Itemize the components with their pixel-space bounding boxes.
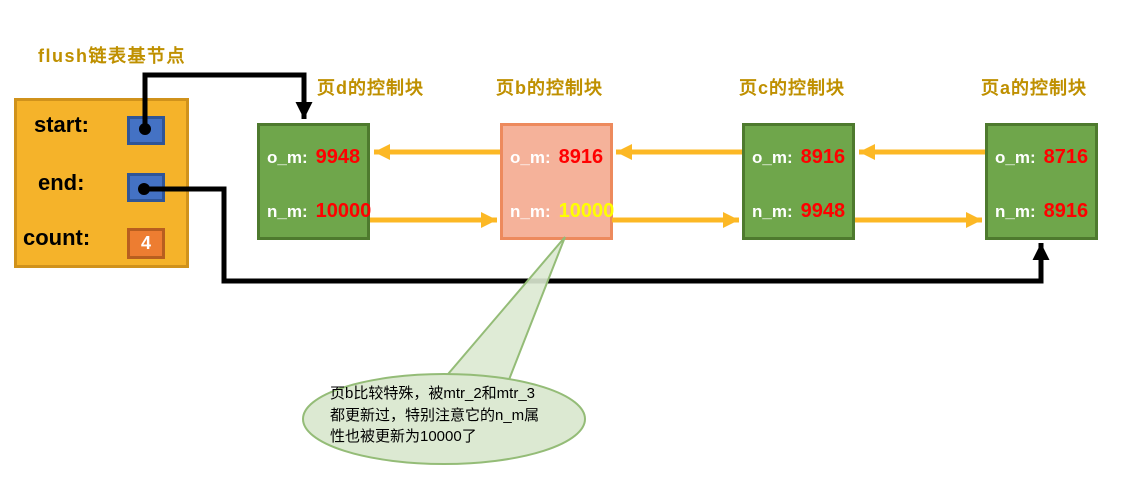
count-field-label: count: — [23, 225, 91, 250]
om-label: o_m: — [752, 148, 793, 167]
nm-value: 8916 — [1043, 200, 1089, 222]
callout-bubble — [302, 373, 586, 465]
start-field-label: start: — [34, 112, 90, 137]
nm-row: n_m: 10000 — [267, 200, 371, 223]
end-field-label: end: — [38, 170, 85, 195]
count-value-box: 4 — [127, 228, 165, 259]
flush-list-base-node: start: end: count: 4 — [14, 98, 189, 268]
om-row: o_m: 8916 — [752, 146, 845, 169]
om-label: o_m: — [510, 148, 551, 167]
callout-note: 页b比较特殊，被mtr_2和mtr_3 都更新过，特别注意它的n_m属 性也被更… — [330, 383, 580, 448]
om-row: o_m: 8716 — [995, 146, 1088, 169]
callout-line-3: 性也被更新为10000了 — [330, 428, 477, 445]
control-block-page-b: o_m: 8916 n_m: 10000 — [500, 123, 614, 240]
om-label: o_m: — [267, 148, 308, 167]
control-block-page-d: o_m: 9948 n_m: 10000 — [257, 123, 371, 240]
nm-label: n_m: — [510, 202, 551, 221]
om-value: 9948 — [315, 146, 361, 168]
diagram-title: flush链表基节点 — [38, 46, 186, 66]
callout-tail — [435, 236, 566, 397]
om-value: 8716 — [1043, 146, 1089, 168]
nm-value: 9948 — [800, 200, 846, 222]
om-label: o_m: — [995, 148, 1036, 167]
nm-row: n_m: 9948 — [752, 200, 845, 223]
om-row: o_m: 9948 — [267, 146, 360, 169]
nm-label: n_m: — [995, 202, 1036, 221]
om-value: 8916 — [558, 146, 604, 168]
start-pointer-arrow — [142, 72, 313, 129]
block-label-page-a: 页a的控制块 — [981, 78, 1088, 98]
nm-value: 10000 — [315, 200, 372, 222]
end-pointer-dot — [138, 183, 150, 195]
control-block-page-c: o_m: 8916 n_m: 9948 — [742, 123, 855, 240]
block-label-page-b: 页b的控制块 — [496, 78, 603, 98]
start-pointer-dot — [139, 123, 151, 135]
end-pointer-arrow — [144, 186, 1050, 284]
nm-value: 10000 — [558, 200, 615, 222]
nm-row: n_m: 10000 — [510, 200, 614, 223]
block-label-page-c: 页c的控制块 — [739, 78, 846, 98]
om-value: 8916 — [800, 146, 846, 168]
callout-line-2: 都更新过，特别注意它的n_m属 — [330, 406, 540, 424]
nm-label: n_m: — [752, 202, 793, 221]
nm-label: n_m: — [267, 202, 308, 221]
nm-row: n_m: 8916 — [995, 200, 1088, 223]
block-label-page-d: 页d的控制块 — [317, 78, 424, 98]
om-row: o_m: 8916 — [510, 146, 603, 169]
callout-line-1: 页b比较特殊，被mtr_2和mtr_3 — [330, 385, 536, 402]
control-block-page-a: o_m: 8716 n_m: 8916 — [985, 123, 1098, 240]
